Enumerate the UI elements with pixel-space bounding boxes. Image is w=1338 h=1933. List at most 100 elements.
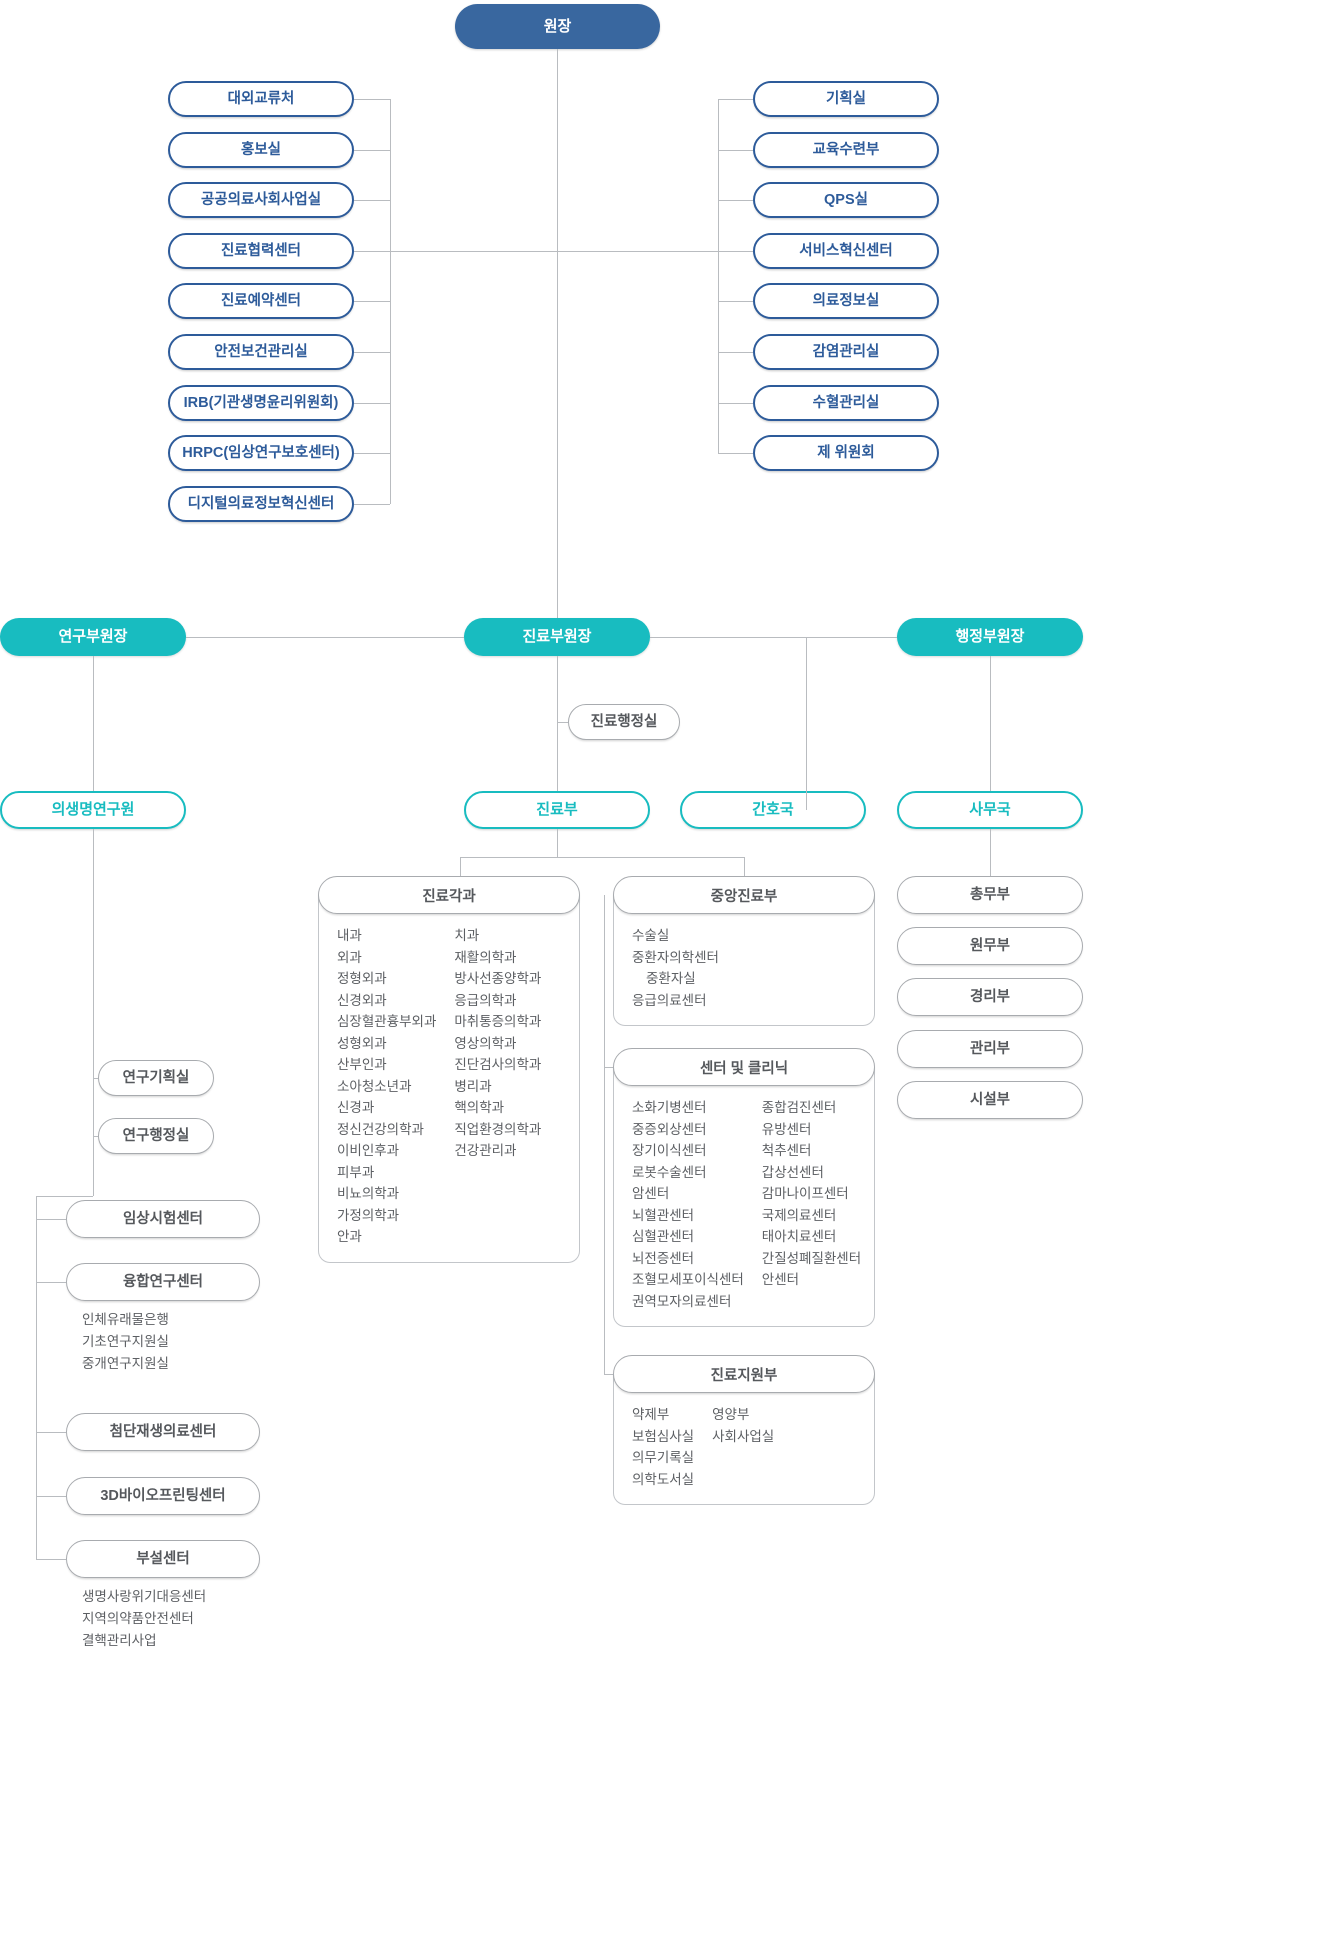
vice-director-1[interactable]: 진료부원장 bbox=[464, 618, 650, 656]
list-item[interactable]: 로봇수술센터 bbox=[632, 1164, 707, 1180]
list-item[interactable]: 응급의학과 bbox=[454, 992, 517, 1008]
right-dept-6[interactable]: 수혈관리실 bbox=[753, 385, 939, 421]
left-dept-2[interactable]: 공공의료사회사업실 bbox=[168, 182, 354, 218]
root-node[interactable]: 원장 bbox=[455, 4, 660, 49]
list-item[interactable]: 중환자의학센터 bbox=[632, 949, 719, 965]
list-item[interactable]: 진단검사의학과 bbox=[454, 1057, 542, 1072]
list-item[interactable]: 결핵관리사업 bbox=[82, 1633, 157, 1648]
list-item[interactable]: 수술실 bbox=[632, 928, 670, 943]
right-dept-2[interactable]: QPS실 bbox=[753, 182, 939, 218]
list-item[interactable]: 비뇨의학과 bbox=[337, 1186, 400, 1201]
list-item[interactable]: 영양부 bbox=[712, 1407, 750, 1422]
list-item[interactable]: 중증외상센터 bbox=[632, 1121, 707, 1137]
research-item-0[interactable]: 연구기획실 bbox=[98, 1060, 214, 1096]
left-dept-4[interactable]: 진료예약센터 bbox=[168, 283, 354, 319]
right-dept-3[interactable]: 서비스혁신센터 bbox=[753, 233, 939, 269]
care-support-card-header[interactable]: 진료지원부 bbox=[613, 1355, 875, 1393]
list-item[interactable]: 뇌혈관센터 bbox=[632, 1207, 695, 1223]
vice-director-2[interactable]: 행정부원장 bbox=[897, 618, 1083, 656]
list-item[interactable]: 산부인과 bbox=[337, 1057, 387, 1072]
research-center-4[interactable]: 부설센터 bbox=[66, 1540, 260, 1578]
list-item[interactable]: 중환자실 bbox=[646, 971, 696, 986]
division-3[interactable]: 사무국 bbox=[897, 791, 1083, 829]
list-item[interactable]: 가정의학과 bbox=[337, 1207, 400, 1223]
list-item[interactable]: 국제의료센터 bbox=[761, 1207, 837, 1223]
departments-card-header[interactable]: 진료각과 bbox=[318, 876, 580, 914]
list-item[interactable]: 갑상선센터 bbox=[761, 1164, 824, 1180]
list-item[interactable]: 조혈모세포이식센터 bbox=[632, 1272, 744, 1287]
admin-item-4[interactable]: 시설부 bbox=[897, 1081, 1083, 1119]
list-item[interactable]: 심혈관센터 bbox=[632, 1229, 695, 1244]
list-item[interactable]: 소아청소년과 bbox=[337, 1078, 412, 1094]
right-dept-5[interactable]: 감염관리실 bbox=[753, 334, 939, 370]
list-item[interactable]: 직업환경의학과 bbox=[454, 1121, 542, 1137]
admin-item-2[interactable]: 경리부 bbox=[897, 978, 1083, 1016]
division-0[interactable]: 의생명연구원 bbox=[0, 791, 186, 829]
list-item[interactable]: 신경과 bbox=[337, 1100, 375, 1115]
medical-admin-office[interactable]: 진료행정실 bbox=[568, 704, 680, 740]
left-dept-0[interactable]: 대외교류처 bbox=[168, 81, 354, 117]
research-center-3[interactable]: 3D바이오프린팅센터 bbox=[66, 1477, 260, 1515]
list-item[interactable]: 소화기병센터 bbox=[632, 1100, 707, 1115]
list-item[interactable]: 태아치료센터 bbox=[761, 1229, 837, 1244]
list-item[interactable]: 안센터 bbox=[761, 1272, 800, 1287]
list-item[interactable]: 약제부 bbox=[632, 1407, 670, 1422]
division-1[interactable]: 진료부 bbox=[464, 791, 650, 829]
list-item[interactable]: 심장혈관흉부외과 bbox=[337, 1014, 437, 1029]
list-item[interactable]: 정신건강의학과 bbox=[337, 1121, 424, 1137]
list-item[interactable]: 방사선종양학과 bbox=[454, 971, 542, 986]
list-item[interactable]: 보험심사실 bbox=[632, 1428, 695, 1444]
list-item[interactable]: 종합검진센터 bbox=[761, 1100, 837, 1115]
list-item[interactable]: 중개연구지원실 bbox=[82, 1356, 169, 1371]
admin-item-1[interactable]: 원무부 bbox=[897, 927, 1083, 965]
list-item[interactable]: 인체유래물은행 bbox=[82, 1312, 169, 1327]
vice-director-0[interactable]: 연구부원장 bbox=[0, 618, 186, 656]
right-dept-1[interactable]: 교육수련부 bbox=[753, 132, 939, 168]
left-dept-5[interactable]: 안전보건관리실 bbox=[168, 334, 354, 370]
left-dept-7[interactable]: HRPC(임상연구보호센터) bbox=[168, 435, 354, 471]
list-item[interactable]: 핵의학과 bbox=[454, 1100, 505, 1115]
list-item[interactable]: 영상의학과 bbox=[454, 1035, 517, 1051]
list-item[interactable]: 척추센터 bbox=[761, 1143, 812, 1158]
list-item[interactable]: 정형외과 bbox=[337, 971, 387, 986]
research-item-1[interactable]: 연구행정실 bbox=[98, 1118, 214, 1154]
left-dept-1[interactable]: 홍보실 bbox=[168, 132, 354, 168]
list-item[interactable]: 간질성폐질환센터 bbox=[761, 1250, 862, 1266]
centers-clinics-card-header[interactable]: 센터 및 클리닉 bbox=[613, 1048, 875, 1086]
list-item[interactable]: 안과 bbox=[337, 1229, 362, 1244]
list-item[interactable]: 감마나이프센터 bbox=[761, 1186, 849, 1201]
list-item[interactable]: 마취통증의학과 bbox=[454, 1014, 542, 1029]
list-item[interactable]: 건강관리과 bbox=[454, 1143, 517, 1158]
list-item[interactable]: 기초연구지원실 bbox=[82, 1334, 169, 1349]
right-dept-7[interactable]: 제 위원회 bbox=[753, 435, 939, 471]
list-item[interactable]: 내과 bbox=[337, 928, 362, 943]
central-care-card-header[interactable]: 중앙진료부 bbox=[613, 876, 875, 914]
admin-item-3[interactable]: 관리부 bbox=[897, 1030, 1083, 1068]
list-item[interactable]: 치과 bbox=[454, 928, 480, 943]
list-item[interactable]: 권역모자의료센터 bbox=[632, 1293, 732, 1309]
list-item[interactable]: 의무기록실 bbox=[632, 1450, 695, 1465]
list-item[interactable]: 사회사업실 bbox=[712, 1428, 775, 1444]
list-item[interactable]: 재활의학과 bbox=[454, 949, 517, 965]
list-item[interactable]: 병리과 bbox=[454, 1078, 492, 1094]
list-item[interactable]: 유방센터 bbox=[761, 1121, 812, 1137]
left-dept-3[interactable]: 진료협력센터 bbox=[168, 233, 354, 269]
admin-item-0[interactable]: 총무부 bbox=[897, 876, 1083, 914]
list-item[interactable]: 의학도서실 bbox=[632, 1471, 695, 1487]
list-item[interactable]: 신경외과 bbox=[337, 992, 387, 1008]
list-item[interactable]: 성형외과 bbox=[337, 1035, 387, 1051]
list-item[interactable]: 뇌전증센터 bbox=[632, 1250, 695, 1266]
list-item[interactable]: 생명사랑위기대응센터 bbox=[82, 1589, 207, 1604]
right-dept-4[interactable]: 의료정보실 bbox=[753, 283, 939, 319]
research-center-1[interactable]: 융합연구센터 bbox=[66, 1263, 260, 1301]
list-item[interactable]: 외과 bbox=[337, 949, 362, 965]
list-item[interactable]: 응급의료센터 bbox=[632, 992, 707, 1008]
right-dept-0[interactable]: 기획실 bbox=[753, 81, 939, 117]
research-center-2[interactable]: 첨단재생의료센터 bbox=[66, 1413, 260, 1451]
division-2[interactable]: 간호국 bbox=[680, 791, 866, 829]
left-dept-6[interactable]: IRB(기관생명윤리위원회) bbox=[168, 385, 354, 421]
list-item[interactable]: 이비인후과 bbox=[337, 1143, 400, 1158]
list-item[interactable]: 암센터 bbox=[632, 1186, 670, 1201]
list-item[interactable]: 지역의약품안전센터 bbox=[82, 1611, 194, 1626]
list-item[interactable]: 장기이식센터 bbox=[632, 1143, 707, 1158]
